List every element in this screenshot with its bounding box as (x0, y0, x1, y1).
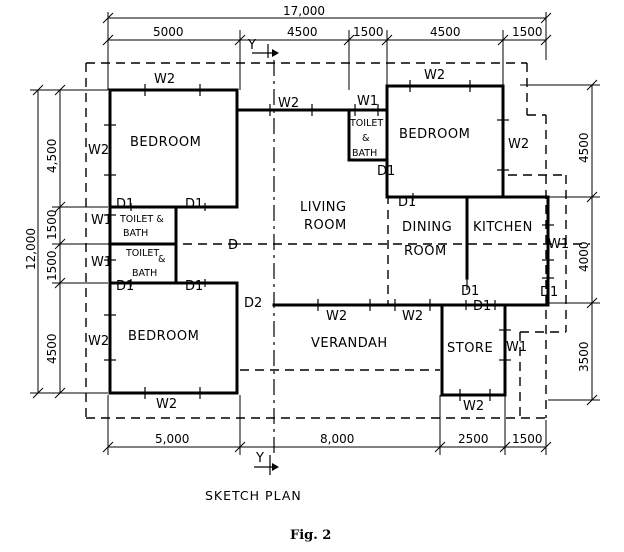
room-bedroom-top-left: BEDROOM (130, 135, 201, 150)
section-marker-top (252, 44, 279, 58)
label-w2-verandah-a: W2 (326, 309, 347, 324)
dim-right-3500: 3500 (577, 341, 591, 372)
toilet-right-line2: & (362, 133, 370, 144)
toilet-upper-line1: TOILET & (119, 214, 164, 225)
top-dimensions (102, 12, 552, 90)
dim-top-4500a: 4500 (287, 25, 318, 39)
room-bedroom-top-right: BEDROOM (399, 127, 470, 142)
label-d1-toilet-upper-b: D1 (185, 197, 203, 212)
door-ticks (130, 193, 554, 310)
section-y-top: Y (247, 38, 256, 53)
dim-bottom-8000: 8,000 (320, 432, 354, 446)
dim-right-4500: 4500 (577, 132, 591, 163)
label-d-left: D (228, 238, 238, 253)
label-w1-store: W1 (506, 340, 527, 355)
room-store: STORE (447, 341, 493, 356)
dim-top-5000: 5000 (153, 25, 184, 39)
left-dimensions (30, 84, 108, 399)
label-d1-kitchen-right: D1 (540, 285, 558, 300)
label-w2-bedroom-right: W2 (508, 137, 529, 152)
dim-top-1500b: 1500 (512, 25, 543, 39)
label-d2: D2 (244, 296, 262, 311)
caption-sketch-plan: SKETCH PLAN (205, 488, 302, 503)
label-w2-verandah-b: W2 (402, 309, 423, 324)
dim-left-4500b: 4500 (45, 333, 59, 364)
label-d1-bedroom-right: D1 (398, 195, 416, 210)
toilet-upper-line2: BATH (123, 228, 148, 239)
room-verandah: VERANDAH (311, 336, 388, 351)
label-w1-kitchen: W1 (548, 237, 569, 252)
label-w2-bedroom-right-top: W2 (424, 68, 445, 83)
dim-overall-width: 17,000 (283, 4, 325, 18)
dim-bottom-2500: 2500 (458, 432, 489, 446)
label-w1-toilet-lower: W1 (91, 255, 112, 270)
label-w1-toilet-upper: W1 (91, 213, 112, 228)
dim-left-4500a: 4,500 (45, 139, 59, 173)
toilet-lower-line1: TOILET (125, 248, 159, 259)
room-living-line1: LIVING (300, 200, 347, 215)
dim-bottom-1500: 1500 (512, 432, 543, 446)
toilet-right-line3: BATH (352, 148, 377, 159)
dim-overall-depth: 12,000 (24, 228, 38, 270)
room-bedroom-bottom-left: BEDROOM (128, 329, 199, 344)
label-d1-toilet-upper: D1 (116, 197, 134, 212)
bottom-dimensions (102, 395, 552, 455)
dim-right-4000: 4000 (577, 241, 591, 272)
section-y-bottom: Y (255, 451, 264, 466)
label-w1-toilet-right: W1 (357, 94, 378, 109)
dim-left-1500b: 1500 (45, 250, 59, 281)
walls (108, 84, 550, 397)
right-dimensions (520, 79, 600, 406)
dim-top-4500b: 4500 (430, 25, 461, 39)
toilet-lower-line2: & (158, 254, 166, 265)
label-w2-living: W2 (278, 96, 299, 111)
label-w2-bedroom-left: W2 (88, 143, 109, 158)
label-w2-store: W2 (463, 399, 484, 414)
label-w2-bedroom-top: W2 (154, 72, 175, 87)
room-dining-line2: ROOM (404, 244, 447, 259)
section-marker-bottom (254, 455, 279, 475)
label-d1-toilet-right: D1 (377, 164, 395, 179)
dim-left-1500a: 1500 (45, 209, 59, 240)
label-d1-toilet-lower: D1 (116, 279, 134, 294)
room-living-line2: ROOM (304, 218, 347, 233)
dim-top-1500a: 1500 (353, 25, 384, 39)
dim-bottom-5000: 5,000 (155, 432, 189, 446)
opening-labels: W2 W2 W1 W1 W2 W2 D1 D1 D1 D1 D D2 W2 W1… (88, 68, 569, 414)
label-d1-store: D1 (473, 299, 491, 314)
label-d1-kitchen: D1 (461, 284, 479, 299)
plinth-outline (85, 60, 590, 455)
toilet-lower-line3: BATH (132, 268, 157, 279)
window-ticks (104, 80, 554, 401)
label-d1-toilet-lower-b: D1 (185, 279, 203, 294)
label-w2-bedroom-bottom: W2 (156, 397, 177, 412)
label-w2-bedroom-bottom-left: W2 (88, 334, 109, 349)
room-dining-line1: DINING (402, 220, 452, 235)
figure-label: Fig. 2 (290, 528, 331, 543)
toilet-right-line1: TOILET (349, 118, 383, 129)
room-kitchen: KITCHEN (473, 220, 533, 235)
